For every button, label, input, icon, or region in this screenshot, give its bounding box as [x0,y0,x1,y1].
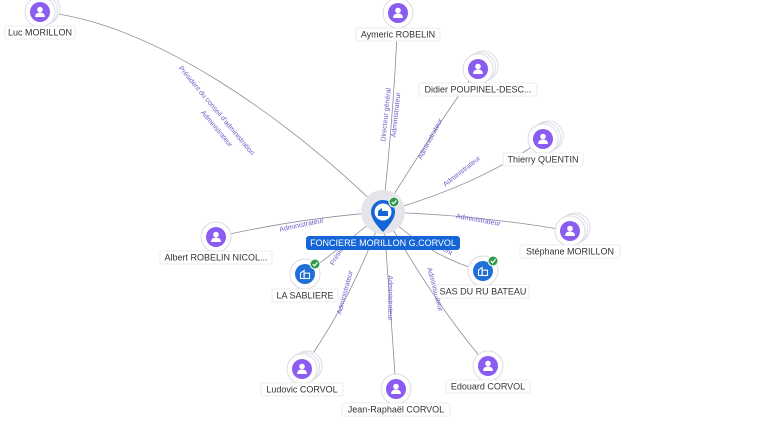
edge-line [382,68,479,213]
node-albert-robelin[interactable]: Albert ROBELIN NICOL... [159,221,273,265]
node-aymeric-robelin[interactable]: Aymeric ROBELIN [355,0,441,42]
node-label-box: Thierry QUENTIN [502,152,584,167]
node-ludovic-corvol[interactable]: Ludovic CORVOL [260,350,344,397]
edge-label: Administrateur [391,91,403,137]
node-edouard-corvol[interactable]: Edouard CORVOL [445,350,531,394]
node-label-box: Jean-Raphaël CORVOL [341,402,451,417]
node-didier-poupinel[interactable]: Didier POUPINEL-DESC... [418,50,538,97]
building-icon [299,269,311,280]
user-icon [565,225,575,236]
edge-label: Administrateur [386,275,393,321]
node-stephane-morillon[interactable]: Stéphane MORILLON [519,212,621,259]
node-label-box: Albert ROBELIN NICOL... [159,250,273,265]
node-label: SAS DU RU BATEAU [440,287,527,297]
center-label: FONCIERE MORILLON G.CORVOL [310,238,456,248]
node-label: Aymeric ROBELIN [361,30,435,40]
verified-check-icon [309,258,321,270]
user-icon [35,6,45,17]
center-label-box: FONCIERE MORILLON G.CORVOL [306,236,460,250]
user-icon [538,133,548,144]
edge-line [39,11,384,213]
node-label-box: Aymeric ROBELIN [355,27,441,42]
user-icon [473,63,483,74]
building-icon [378,208,388,216]
edge-stephane-morillon: Administrateur [382,211,571,232]
node-label: Didier POUPINEL-DESC... [424,85,531,95]
building-icon [477,266,489,277]
node-label-box: Ludovic CORVOL [260,382,344,397]
node-label: Albert ROBELIN NICOL... [164,253,267,263]
node-label-box: LA SABLIERE [271,288,339,303]
nodes-layer: Luc MORILLON Aymeric ROBELIN Didier POUPIN… [4,0,621,417]
node-label: Luc MORILLON [8,28,72,38]
user-icon [483,360,493,371]
node-label: Ludovic CORVOL [266,385,337,395]
edge-label: Administrateur [455,213,501,228]
verified-check-icon [487,255,499,267]
node-label-box: Edouard CORVOL [445,379,531,394]
verified-check-icon [388,196,400,208]
user-icon [211,231,221,242]
node-label-box: Didier POUPINEL-DESC... [418,82,538,97]
node-label-box: Luc MORILLON [4,25,76,40]
edge-line [382,138,544,213]
node-sas-du-ru-bateau[interactable]: SAS DU RU BATEAU [436,255,530,299]
node-label-box: SAS DU RU BATEAU [436,284,530,299]
node-label: Jean-Raphaël CORVOL [348,405,444,415]
edge-label: Administrateur [336,269,355,315]
node-label: Thierry QUENTIN [507,155,578,165]
edge-label: Administrateur [442,155,482,189]
node-label: Stéphane MORILLON [526,247,614,257]
node-thierry-quentin[interactable]: Thierry QUENTIN [502,120,584,167]
edge-label: Administrateur [279,217,325,233]
center-node[interactable]: FONCIERE MORILLON G.CORVOL [306,190,460,250]
node-label-box: Stéphane MORILLON [519,244,621,259]
node-luc-morillon[interactable]: Luc MORILLON [4,0,76,40]
node-label: Edouard CORVOL [451,382,525,392]
edge-line [382,211,489,367]
edge-luc-morillon: Président du conseil d'administrationAdm… [39,11,384,213]
node-jean-raphael-corvol[interactable]: Jean-Raphaël CORVOL [341,373,451,417]
user-icon [393,7,403,18]
node-label: LA SABLIERE [276,291,333,301]
user-icon [391,383,401,394]
node-la-sabliere[interactable]: LA SABLIERE [271,258,339,303]
edge-line [382,211,571,232]
user-icon [297,363,307,374]
edge-thierry-quentin: Administrateur [382,138,544,213]
edge-label: Administrateur [417,117,445,161]
edge-label: Président du conseil d'administration [177,65,256,157]
